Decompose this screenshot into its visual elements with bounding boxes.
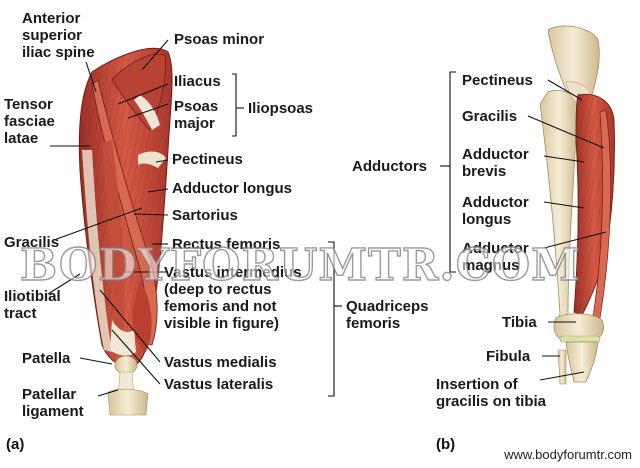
label-pectineus-a: Pectineus xyxy=(172,151,243,168)
pectineus-tendon xyxy=(138,151,166,168)
label-rectus-femoris: Rectus femoris xyxy=(172,236,281,253)
label-line: gracilis on tibia xyxy=(436,393,547,410)
label-adductor-magnus: Adductor magnus xyxy=(462,240,529,274)
label-psoas-minor: Psoas minor xyxy=(174,31,265,48)
label-vastus-medialis: Vastus medialis xyxy=(164,354,277,371)
label-line: (deep to rectus xyxy=(164,281,272,298)
label-line: Adductor xyxy=(462,240,529,257)
label-line: brevis xyxy=(462,163,507,180)
label-line: Tensor xyxy=(4,96,53,113)
label-line: Anterior xyxy=(22,10,81,27)
femur-shape xyxy=(539,90,579,331)
label-adductors: Adductors xyxy=(352,158,427,175)
label-line: Patellar xyxy=(22,386,77,403)
tibia-top-a xyxy=(107,388,149,416)
label-line: tract xyxy=(4,305,37,322)
iliotibial-tract-shape xyxy=(82,150,112,352)
panel-a-letter: (a) xyxy=(6,436,25,453)
label-line: femoris xyxy=(346,315,401,332)
label-sartorius: Sartorius xyxy=(172,207,238,224)
adductor-group-illustration xyxy=(539,25,615,385)
label-line: Psoas xyxy=(174,98,219,115)
label-line: Iliotibial xyxy=(4,288,61,305)
label-gracilis-b: Gracilis xyxy=(462,108,518,125)
leader-lines-b xyxy=(440,71,607,381)
femoral-condyle xyxy=(553,313,604,341)
label-tibia: Tibia xyxy=(502,314,537,331)
label-line: superior xyxy=(22,27,83,44)
label-line: ligament xyxy=(22,403,84,420)
patella-shape xyxy=(114,355,138,375)
label-insertion-gracilis: Insertion of gracilis on tibia xyxy=(436,376,546,410)
label-line: Quadriceps xyxy=(346,298,429,315)
label-iliacus: Iliacus xyxy=(174,73,221,90)
label-vastus-lateralis: Vastus lateralis xyxy=(164,376,274,393)
label-adductor-longus-b: Adductor longus xyxy=(462,194,529,228)
fibula-shape xyxy=(557,349,567,385)
label-patella: Patella xyxy=(22,350,71,367)
label-psoas-major: Psoas major xyxy=(174,98,218,132)
panel-b-letter: (b) xyxy=(436,436,456,453)
label-adductor-longus-a: Adductor longus xyxy=(172,180,292,197)
label-iliopsoas: Iliopsoas xyxy=(248,100,314,117)
leader-lines-a xyxy=(47,39,342,397)
label-adductor-brevis: Adductor brevis xyxy=(462,146,529,180)
meniscus xyxy=(559,335,601,343)
label-iliotibial-tract: Iliotibial tract xyxy=(4,288,61,322)
footer-url: www.bodyforumtr.com xyxy=(504,447,632,462)
label-line: latae xyxy=(4,130,39,147)
label-line: iliac spine xyxy=(22,44,95,61)
label-tensor-fasciae-latae: Tensor fasciae latae xyxy=(4,96,55,147)
label-line: Insertion of xyxy=(436,376,518,393)
label-line: magnus xyxy=(462,257,520,274)
label-line: Vastus intermedius xyxy=(164,264,302,281)
label-pectineus-b: Pectineus xyxy=(462,72,533,89)
quadriceps-tendon xyxy=(110,320,136,356)
watermark: BODYFORUMTR.COM xyxy=(19,239,581,291)
label-vastus-intermedius: Vastus intermedius (deep to rectus femor… xyxy=(164,264,302,332)
label-line: longus xyxy=(462,211,512,228)
psoas-tendon xyxy=(134,95,160,130)
label-line: Adductor xyxy=(462,146,529,163)
label-line: major xyxy=(174,115,215,132)
label-patellar-ligament: Patellar ligament xyxy=(22,386,84,420)
label-line: Adductor xyxy=(462,194,529,211)
label-fibula: Fibula xyxy=(486,348,531,365)
label-gracilis-a: Gracilis xyxy=(4,234,60,251)
label-line: femoris and not xyxy=(164,298,277,315)
label-line: visible in figure) xyxy=(164,315,280,332)
rectus-femoris-shape xyxy=(102,140,125,332)
label-anterior-superior-iliac-spine: Anterior superior iliac spine xyxy=(22,10,95,61)
tibia-shape xyxy=(565,341,599,383)
label-quadriceps-femoris: Quadriceps femoris xyxy=(346,298,429,332)
label-line: fasciae xyxy=(4,113,55,130)
